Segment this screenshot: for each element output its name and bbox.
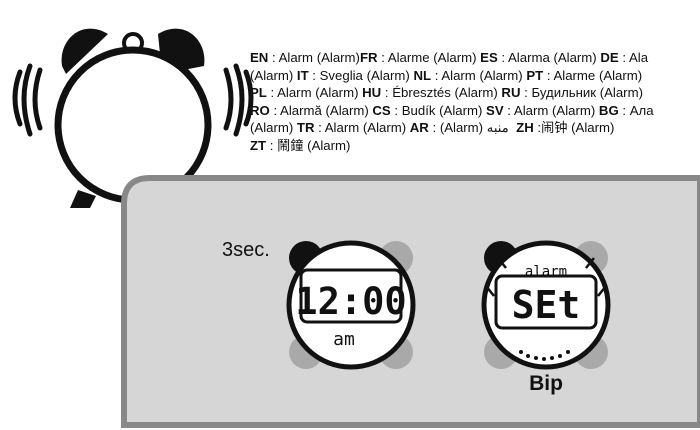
lang-zt: ZT : 鬧鐘 (Alarm) [250,137,351,153]
legend-row: RO : Alarmă (Alarm) CS : Budík (Alarm) S… [250,102,700,120]
beep-label: Bip [529,372,563,395]
lang-tr: TR : Alarm (Alarm) [296,120,407,136]
lang-sv: SV : Alarm (Alarm) [486,102,596,118]
lang-es: ES : Alarma (Alarm) [480,50,597,65]
language-legend: EN : Alarm (Alarm)FR : Alarme (Alarm) ES… [250,49,700,155]
lang-zh: ZH :闹钟 (Alarm) [516,120,615,136]
lang-ar: AR : (Alarm) منبه [409,120,509,136]
legend-row: (Alarm) TR : Alarm (Alarm) AR : (Alarm) … [250,120,615,136]
lang-nl: NL : Alarm (Alarm) [413,67,523,83]
clock-bell-left [61,28,108,74]
lcd-screen [299,268,403,324]
lang-it: IT : Sveglia (Alarm) [296,67,410,83]
mode-label: alarm [525,264,567,280]
lang-fr: FR : Alarme (Alarm) [359,50,477,65]
legend-row: EN : Alarm (Alarm)FR : Alarme (Alarm) ES… [250,49,700,67]
lang-en: EN : Alarm (Alarm) [250,50,360,65]
lcd-screen [494,274,598,330]
clock-foot-left [70,190,96,208]
lang-hu: HU : Ébresztés (Alarm) [362,85,498,101]
lang-pt: PT : Alarme (Alarm) [526,67,643,83]
lang-ru: RU : Будильник (Alarm) [501,85,643,101]
alarm-clock-icon [12,28,254,208]
legend-row: ZT : 鬧鐘 (Alarm) [250,137,700,155]
watch-time-display: 12:00 am [286,240,416,370]
legend-row: PL : Alarm (Alarm) HU : Ébresztés (Alarm… [250,84,700,102]
lang-ro: RO : Alarmă (Alarm) [250,102,369,118]
hold-duration-label: 3sec. [222,239,270,261]
lang-de: DE : Ala [600,50,649,65]
time-readout: 12:00 [295,280,406,323]
beep-dots [519,350,570,361]
blink-indicator [485,257,607,297]
am-pm-indicator: am [333,329,355,350]
lang-pl: PL : Alarm (Alarm) [250,85,359,101]
lang-cs: CS : Budík (Alarm) [372,102,483,118]
set-status: SEt [512,283,581,327]
watch-alarm-display: alarm SEt Bip [481,240,611,395]
legend-row: (Alarm) IT : Sveglia (Alarm) NL : Alarm … [250,67,643,83]
lang-bg: BG : Ала [598,102,654,118]
